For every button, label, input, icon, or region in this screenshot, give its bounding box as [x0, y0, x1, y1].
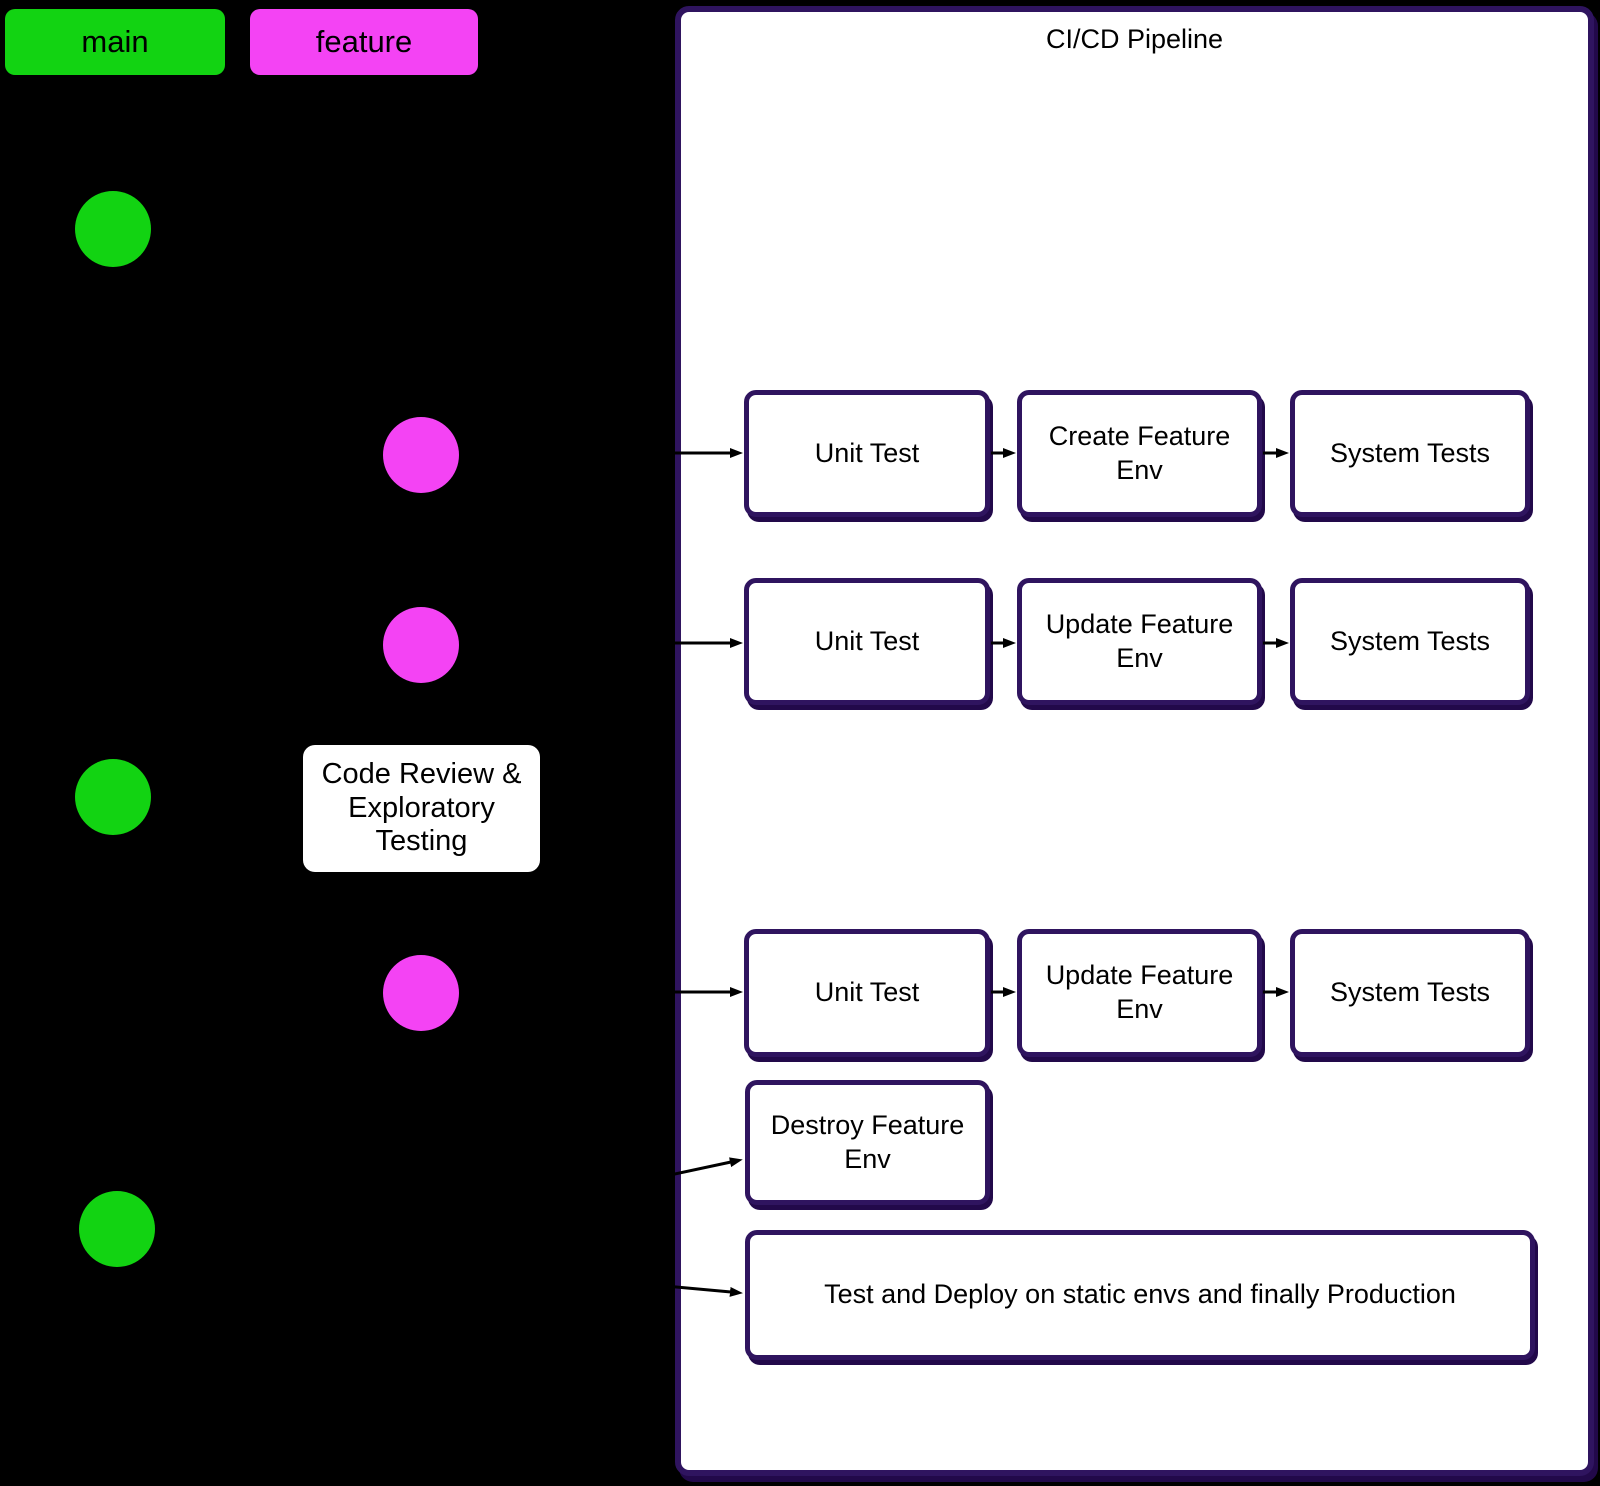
step-system-tests: System Tests [1290, 578, 1530, 705]
commit-dot-main [79, 1191, 155, 1267]
commit-dot-main [75, 191, 151, 267]
step-system-tests: System Tests [1290, 390, 1530, 517]
branch-badge-feature: feature [250, 9, 478, 75]
step-update-feature-env: Update Feature Env [1017, 578, 1262, 705]
commit-dot-feature [383, 955, 459, 1031]
step-create-feature-env: Create Feature Env [1017, 390, 1262, 517]
commit-dot-main [75, 759, 151, 835]
branch-badge-main: main [5, 9, 225, 75]
step-system-tests: System Tests [1290, 929, 1530, 1057]
panel-title: CI/CD Pipeline [1045, 24, 1224, 54]
code-review-note: Code Review & Exploratory Testing [303, 745, 540, 872]
step-destroy-feature-env: Destroy Feature Env [745, 1080, 990, 1205]
step-unit-test: Unit Test [744, 390, 990, 517]
commit-dot-feature [383, 607, 459, 683]
step-unit-test: Unit Test [744, 929, 990, 1057]
commit-dot-feature [383, 417, 459, 493]
step-unit-test: Unit Test [744, 578, 990, 705]
step-test-and-deploy: Test and Deploy on static envs and final… [745, 1230, 1535, 1360]
step-update-feature-env: Update Feature Env [1017, 929, 1262, 1057]
